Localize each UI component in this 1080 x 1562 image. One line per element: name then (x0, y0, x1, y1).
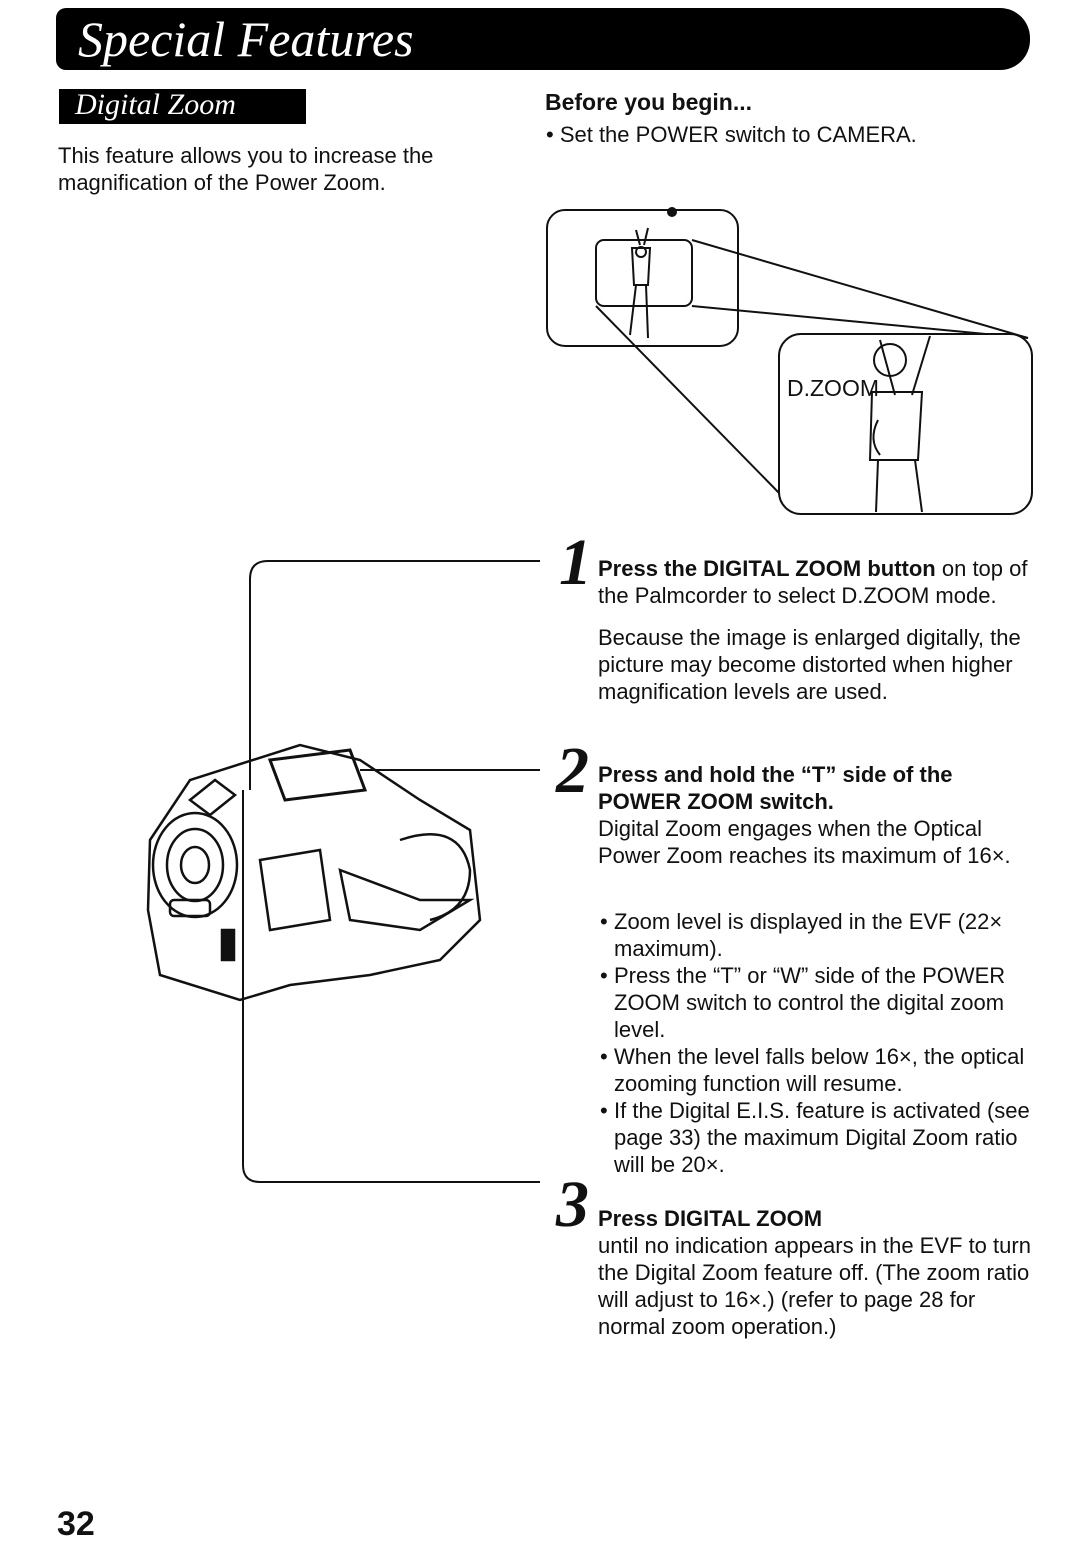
dzoom-indicator-label: D.ZOOM (787, 375, 879, 401)
list-item: When the level falls below 16×, the opti… (598, 1043, 1038, 1097)
step-2-paragraph: Digital Zoom engages when the Optical Po… (598, 816, 1011, 868)
step-1-number: 1 (559, 526, 592, 599)
before-you-begin-heading: Before you begin... (545, 89, 753, 115)
step-2-bullet-list: Zoom level is displayed in the EVF (22× … (598, 908, 1038, 1178)
subsection-heading: Digital Zoom (59, 88, 306, 124)
step-2-lead: Press and hold the “T” side of the POWER… (598, 762, 953, 814)
viewfinder-zoomed-illustration (778, 333, 1033, 515)
callout-lines (242, 560, 540, 1183)
section-banner: Special Features (56, 8, 1030, 70)
list-item: Press the “T” or “W” side of the POWER Z… (598, 962, 1038, 1043)
step-2: Press and hold the “T” side of the POWER… (598, 761, 1038, 869)
step-1-paragraph: Because the image is enlarged digitally,… (598, 625, 1021, 704)
before-you-begin-note: • Set the POWER switch to CAMERA. (546, 122, 917, 147)
subsection-title: Digital Zoom (75, 88, 236, 121)
step-2-number: 2 (556, 734, 589, 807)
page-number: 32 (57, 1505, 95, 1543)
step-3-paragraph: until no indication appears in the EVF t… (598, 1233, 1031, 1339)
page-title: Special Features (78, 11, 414, 67)
step-1-lead-rest: on top of the Palmcorder to select D.ZOO… (598, 556, 1028, 608)
list-item: Zoom level is displayed in the EVF (22× … (598, 908, 1038, 962)
step-3-lead: Press DIGITAL ZOOM (598, 1206, 823, 1231)
intro-text: This feature allows you to increase the … (58, 143, 434, 195)
step-3: Press DIGITAL ZOOM until no indication a… (598, 1205, 1038, 1340)
step-1-lead: Press the DIGITAL ZOOM button (598, 556, 936, 581)
camcorder-illustration (146, 743, 482, 1002)
viewfinder-wide-illustration (546, 207, 1029, 495)
step-1: Press the DIGITAL ZOOM button on top of … (598, 555, 1038, 705)
list-item: If the Digital E.I.S. feature is activat… (598, 1097, 1038, 1178)
step-3-number: 3 (556, 1168, 589, 1241)
